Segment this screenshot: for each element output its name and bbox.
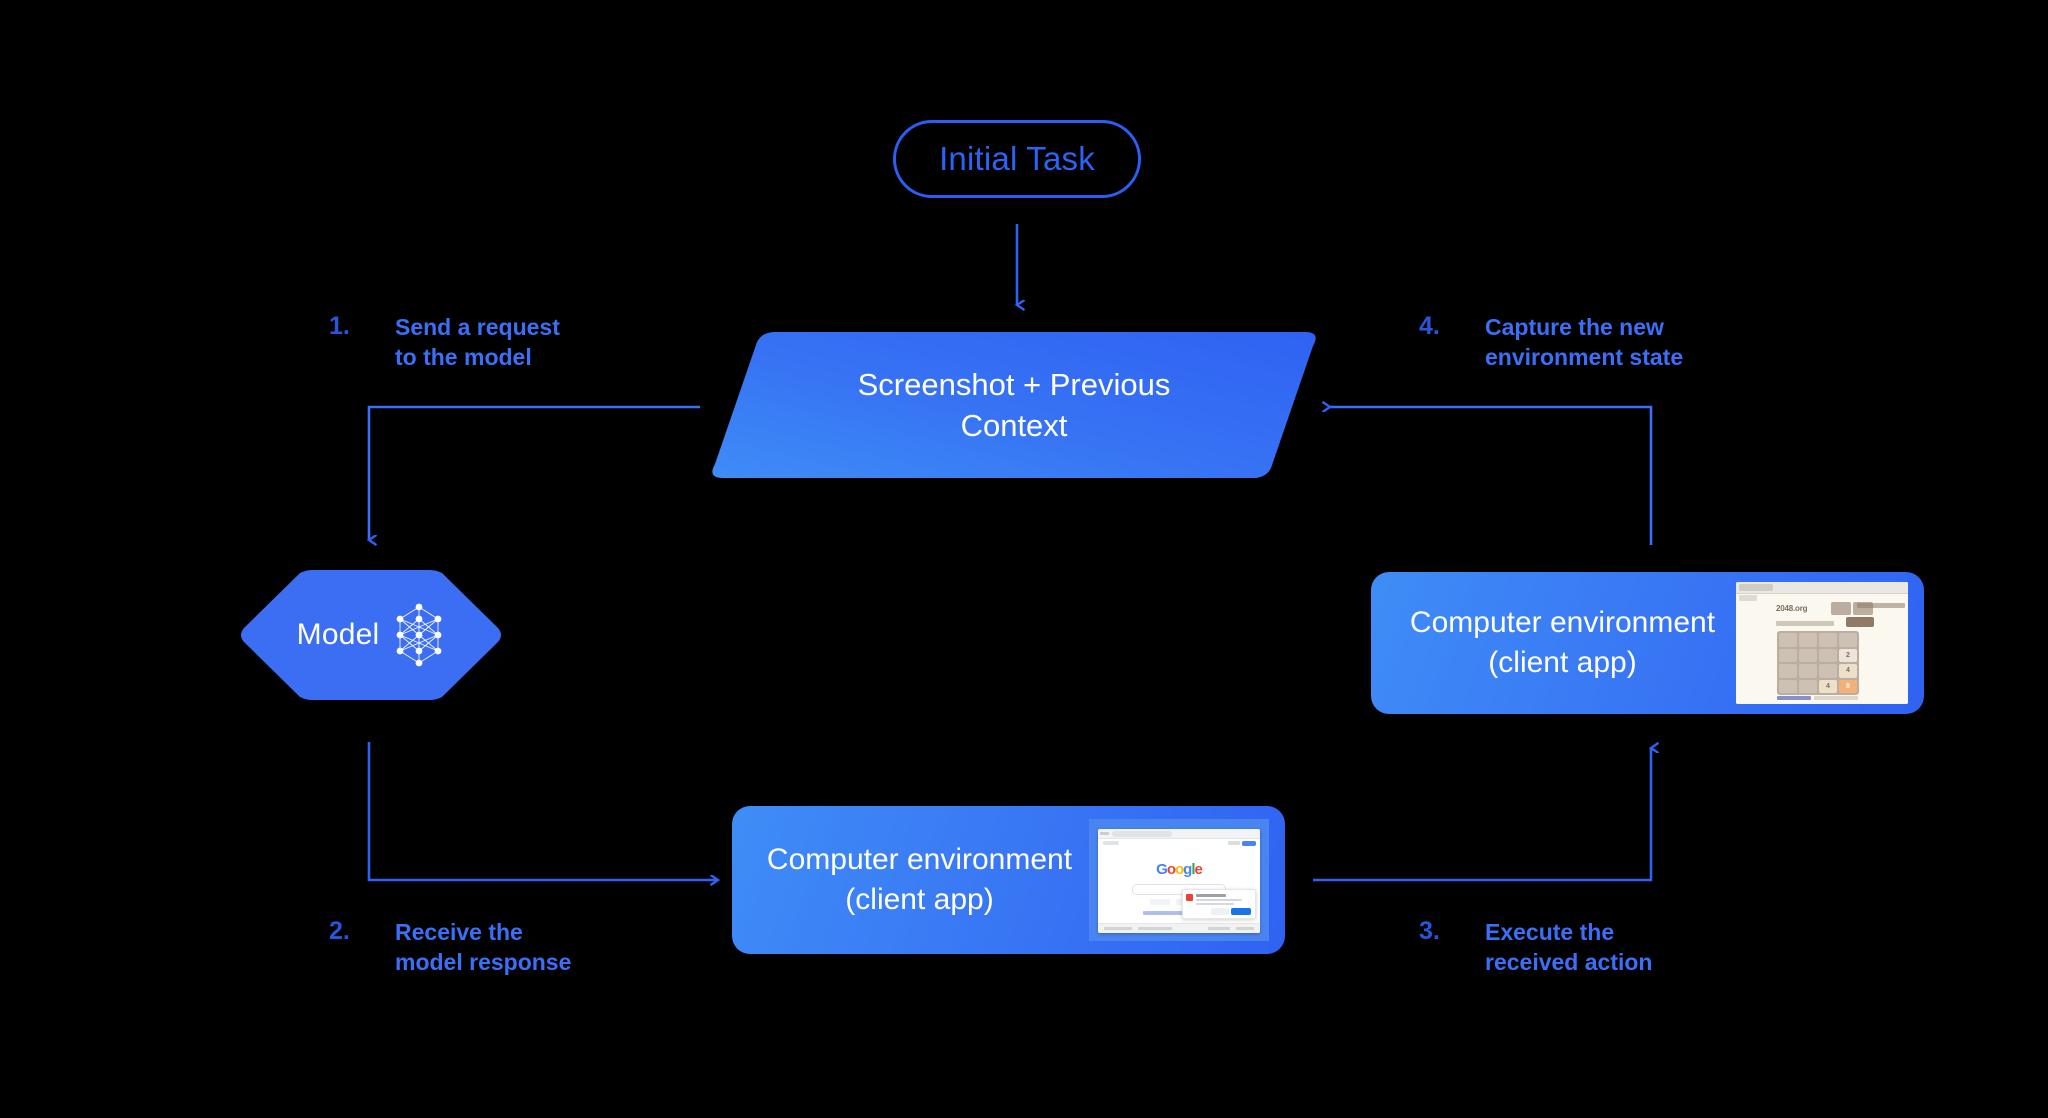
thumbnail-2048-game[interactable]: 2048.org 2 4 xyxy=(1736,582,1908,704)
env-bottom-line-2: (client app) xyxy=(845,883,994,916)
step-label-1: 1. Send a request to the model xyxy=(329,312,560,372)
tile-r3c1 xyxy=(1779,664,1797,678)
dialog-icon xyxy=(1186,894,1193,901)
node-model[interactable]: Model xyxy=(238,570,504,700)
page-footer xyxy=(1098,923,1260,933)
nav-buttons xyxy=(1100,832,1109,835)
gmail-link[interactable] xyxy=(1103,841,1119,845)
dialog-body-line-1 xyxy=(1196,899,1242,901)
dialog-body-line-2 xyxy=(1196,903,1234,905)
tile-r2c3 xyxy=(1819,648,1837,662)
tile-r2c4: 2 xyxy=(1839,648,1857,662)
neural-network-icon xyxy=(396,603,442,667)
header-links xyxy=(1857,603,1905,608)
browser-tab xyxy=(1739,584,1773,591)
parallelogram-shape xyxy=(712,332,1316,478)
tile-r3c2 xyxy=(1799,664,1817,678)
model-label: Model xyxy=(296,618,380,651)
environment-bottom-label: Computer environment (client app) xyxy=(732,840,1089,920)
footer-link xyxy=(1777,696,1811,700)
edge-model-to-env-bottom xyxy=(367,742,718,880)
dialog-popup[interactable] xyxy=(1182,889,1256,919)
tile-r4c4: 8 xyxy=(1839,679,1857,693)
browser-toolbar xyxy=(1098,829,1260,839)
footer-link-2[interactable] xyxy=(1138,927,1172,930)
footer-link-1[interactable] xyxy=(1104,927,1132,930)
hexagon-shape xyxy=(241,570,501,700)
context-label-line-2: Context xyxy=(960,408,1068,443)
context-label-line-1: Screenshot + Previous xyxy=(857,367,1171,402)
game-board[interactable]: 2 4 4 8 xyxy=(1777,631,1859,695)
env-right-line-2: (client app) xyxy=(1488,646,1637,679)
environment-right-label: Computer environment (client app) xyxy=(1371,603,1736,683)
game-subtitle xyxy=(1776,621,1834,626)
google-search-button[interactable] xyxy=(1150,899,1170,905)
browser-toolbar xyxy=(1736,582,1908,594)
tile-r4c3: 4 xyxy=(1819,679,1837,693)
tile-r3c3 xyxy=(1819,664,1837,678)
edge-context-to-model xyxy=(369,405,700,540)
score-box xyxy=(1831,602,1851,615)
tile-r4c1 xyxy=(1779,679,1797,693)
footer-link-4[interactable] xyxy=(1236,927,1254,930)
google-logo: Google xyxy=(1156,861,1203,878)
env-right-line-1: Computer environment xyxy=(1409,606,1716,639)
footer-link-3[interactable] xyxy=(1208,927,1230,930)
node-environment-bottom[interactable]: Computer environment (client app) Google xyxy=(732,806,1285,954)
screenshot-context-label: Screenshot + Previous Context xyxy=(707,330,1321,480)
edge-env-right-to-context xyxy=(1330,407,1653,545)
step-1-text: Send a request to the model xyxy=(395,314,560,370)
tile-r1c4 xyxy=(1839,633,1857,647)
tile-r1c2 xyxy=(1799,633,1817,647)
apps-icon[interactable] xyxy=(1228,841,1240,845)
step-2-number: 2. xyxy=(329,917,350,945)
step-label-4: 4. Capture the new environment state xyxy=(1419,312,1683,372)
browser-address-bar[interactable] xyxy=(1112,830,1172,837)
dialog-primary-button[interactable] xyxy=(1231,908,1251,915)
step-label-3: 3. Execute the received action xyxy=(1419,917,1652,977)
node-environment-right[interactable]: Computer environment (client app) 2048.o… xyxy=(1371,572,1924,714)
step-4-text: Capture the new environment state xyxy=(1485,314,1684,370)
node-screenshot-context[interactable]: Screenshot + Previous Context xyxy=(707,330,1321,480)
sign-in-button[interactable] xyxy=(1242,841,1256,846)
step-4-number: 4. xyxy=(1419,312,1440,340)
env-bottom-line-1: Computer environment xyxy=(766,843,1073,876)
step-1-number: 1. xyxy=(329,312,350,340)
tile-r1c1 xyxy=(1779,633,1797,647)
promo-text xyxy=(1143,911,1215,915)
tile-r3c4: 4 xyxy=(1839,664,1857,678)
tile-r2c1 xyxy=(1779,648,1797,662)
game-title: 2048.org xyxy=(1776,604,1808,613)
thumbnail-google-search[interactable]: Google xyxy=(1089,819,1269,941)
step-3-text: Execute the received action xyxy=(1485,919,1653,975)
dialog-title xyxy=(1196,894,1226,897)
tile-r1c3 xyxy=(1819,633,1837,647)
node-initial-task[interactable]: Initial Task xyxy=(893,120,1141,198)
edge-env-bottom-to-env-right xyxy=(1313,748,1651,882)
tile-r4c2 xyxy=(1799,679,1817,693)
step-2-text: Receive the model response xyxy=(395,919,572,975)
step-3-number: 3. xyxy=(1419,917,1440,945)
new-game-button[interactable] xyxy=(1846,617,1874,627)
step-label-2: 2. Receive the model response xyxy=(329,917,571,977)
footer-text xyxy=(1814,696,1858,700)
dialog-secondary-button[interactable] xyxy=(1211,908,1229,915)
tile-r2c2 xyxy=(1799,648,1817,662)
initial-task-label: Initial Task xyxy=(939,140,1095,177)
browser-address-bar xyxy=(1739,595,1757,601)
